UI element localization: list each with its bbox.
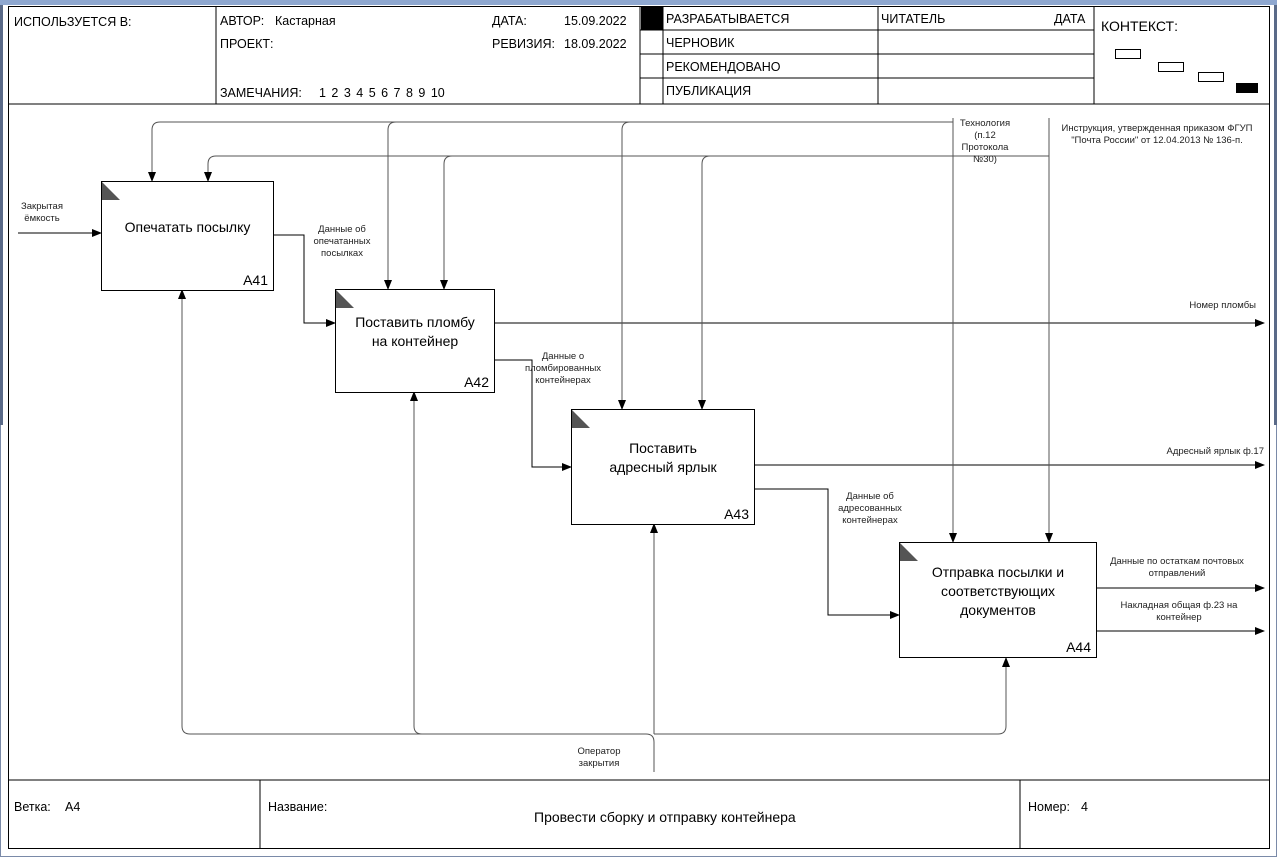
status-recommended: РЕКОМЕНДОВАНО (666, 60, 781, 74)
arrow-label-sealed-containers: Данные о пломбированных контейнерах (524, 351, 602, 386)
activity-box-a43[interactable]: Поставить адресный ярлык A43 (571, 409, 755, 525)
arrow-label-address-label: Адресный ярлык ф.17 (1166, 446, 1264, 457)
activity-name: Поставить пломбу на контейнер (355, 314, 475, 349)
status-marker (641, 7, 663, 30)
window-right-edge (1274, 5, 1277, 425)
window-top-border (0, 0, 1277, 5)
status-publication: ПУБЛИКАЦИЯ (666, 84, 752, 98)
activity-number: A42 (464, 374, 489, 390)
arrow-label-input-container: Закрытая ёмкость (21, 201, 63, 224)
box-corner-mark (336, 290, 354, 308)
date-value: 15.09.2022 (564, 14, 627, 28)
notes-label: ЗАМЕЧАНИЯ: (220, 86, 302, 100)
box-corner-mark (102, 182, 120, 200)
number-label: Номер: (1028, 800, 1070, 814)
revision-label: РЕВИЗИЯ: (492, 37, 556, 51)
context-box-2 (1158, 62, 1184, 72)
project-label: ПРОЕКТ: (220, 37, 274, 51)
activity-box-a44[interactable]: Отправка посылки и соответствующих докум… (899, 542, 1097, 658)
author-value: Кастарная (275, 14, 336, 28)
arrow-label-waybill: Накладная общая ф.23 на контейнер (1120, 600, 1238, 623)
arrow-label-remaining-data: Данные по остаткам почтовых отправлений (1110, 556, 1244, 579)
activity-name: Отправка посылки и соответствующих докум… (931, 563, 1065, 618)
arrow-label-addressed-containers: Данные об адресованных контейнерах (838, 491, 902, 526)
activity-name: Опечатать посылку (124, 218, 251, 235)
context-box-3 (1198, 72, 1224, 82)
arrow-label-operator: Оператор закрытия (577, 746, 621, 769)
arrow-label-seal-number: Номер пломбы (1189, 300, 1256, 311)
activity-number: A44 (1066, 639, 1091, 655)
context-box-1 (1115, 49, 1141, 59)
box-corner-mark (572, 410, 590, 428)
arrow-label-instruction: Инструкция, утвержденная приказом ФГУП "… (1061, 123, 1253, 146)
author-label: АВТОР: (220, 14, 265, 28)
context-label: КОНТЕКСТ: (1101, 18, 1178, 34)
activity-name: Поставить адресный ярлык (609, 440, 717, 475)
activity-number: A43 (724, 506, 749, 522)
diagram-title: Провести сборку и отправку контейнера (534, 809, 796, 825)
branch-value: A4 (65, 800, 81, 814)
revision-value: 18.09.2022 (564, 37, 627, 51)
box-corner-mark (900, 543, 918, 561)
arrow-label-technology: Технология (п.12 Протокола №30) (959, 118, 1011, 165)
context-box-current (1236, 83, 1258, 93)
arrow-label-sealed-parcels: Данные об опечатанных посылках (313, 224, 371, 259)
status-draft: ЧЕРНОВИК (666, 36, 735, 50)
title-label: Название: (268, 800, 328, 814)
activity-box-a42[interactable]: Поставить пломбу на контейнер A42 (335, 289, 495, 393)
used-in-label: ИСПОЛЬЗУЕТСЯ В: (14, 15, 132, 29)
activity-box-a41[interactable]: Опечатать посылку A41 (101, 181, 274, 291)
notes-numbers: 1 2 3 4 5 6 7 8 9 10 (319, 86, 445, 100)
reader-date-label: ДАТА (1054, 12, 1086, 26)
branch-label: Ветка: (14, 800, 51, 814)
activity-number: A41 (243, 272, 268, 288)
date-label: ДАТА: (492, 14, 527, 28)
number-value: 4 (1081, 800, 1088, 814)
status-developing: РАЗРАБАТЫВАЕТСЯ (666, 12, 790, 26)
window-left-edge (0, 5, 3, 425)
reader-label: ЧИТАТЕЛЬ (881, 12, 946, 26)
